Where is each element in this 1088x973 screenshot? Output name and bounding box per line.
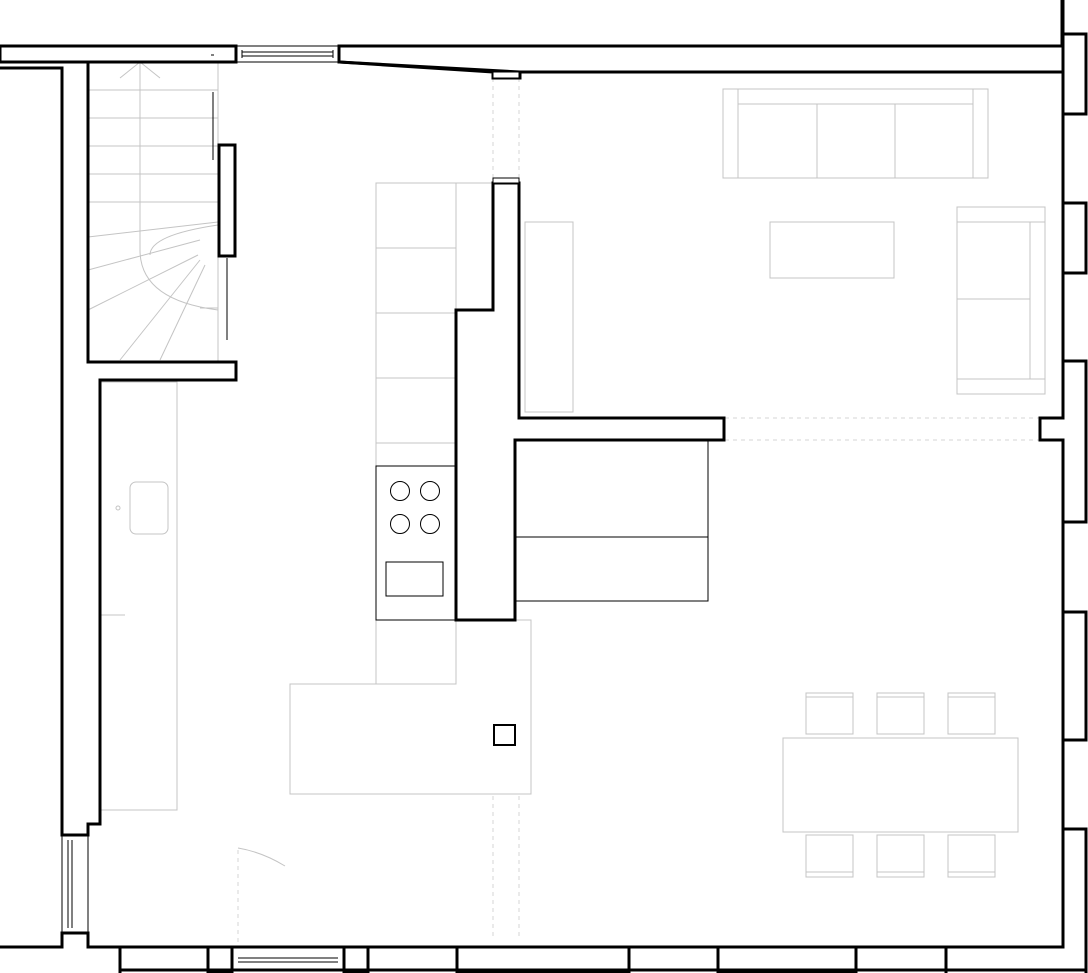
sofa: [722, 88, 989, 179]
coffee-table: [769, 221, 895, 279]
window: [61, 45, 339, 963]
dining-chair: [805, 692, 996, 878]
sink: [129, 481, 169, 535]
side-counter: [99, 381, 178, 811]
shelf: [524, 221, 574, 413]
column: [493, 724, 516, 746]
built-in-cabinet: [514, 439, 709, 602]
armchair: [956, 206, 1046, 395]
door-swing: [237, 847, 286, 867]
dining-table: [782, 737, 1019, 833]
cooktop: [375, 465, 456, 621]
staircase: [87, 61, 219, 362]
interior-wall: [217, 71, 726, 622]
